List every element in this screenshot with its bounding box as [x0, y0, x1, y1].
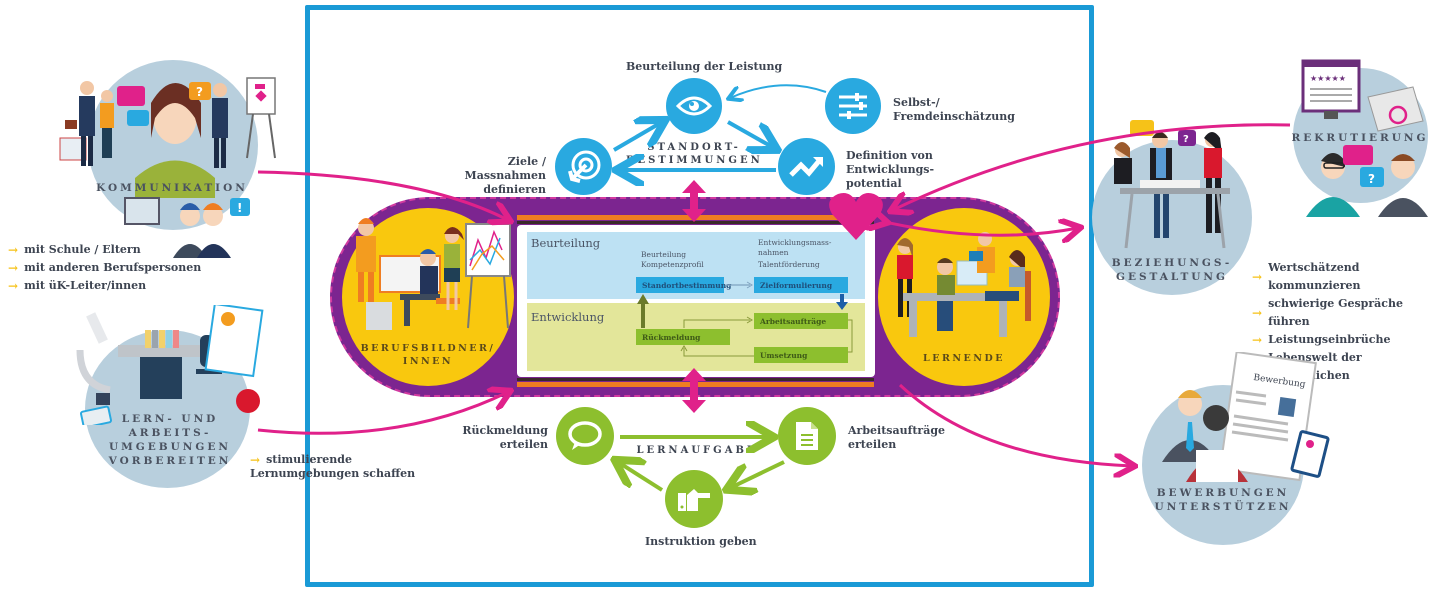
arrow-umsetzung-to-rueck — [680, 345, 754, 357]
bullet-item: →schwierige Gespräche führen — [1252, 297, 1403, 328]
beziehung-title: BEZIEHUNGS- GESTALTUNG — [1111, 257, 1233, 283]
lernaufgabe-title: LERNAUFGABE — [636, 445, 758, 456]
panel-flow-arrows — [637, 281, 853, 357]
svg-text:!: ! — [237, 201, 242, 215]
ziele-massnahmen-label: Ziele / Massnahmen definieren — [464, 155, 546, 196]
beurteilung-kompetenzprofil-label: Beurteilung Kompetenzprofil — [641, 250, 704, 269]
zielformulierung-box: Zielformulierung — [754, 277, 848, 293]
lernumgebungen-illustration — [76, 305, 264, 425]
umsetzung-box: Umsetzung — [754, 347, 848, 363]
kommunikation-illustration: ? ! — [59, 77, 276, 258]
berufsbildner-title: BERUFSBILDNER/ INNEN — [360, 343, 496, 367]
bullet-item: →Wertschätzend kommunzieren — [1252, 261, 1361, 292]
kommunikation-title: KOMMUNIKATION — [96, 182, 248, 194]
arrow-right-icon: → — [250, 453, 261, 467]
arrow-ziel-down — [836, 294, 848, 310]
target-icon — [567, 150, 600, 183]
svg-text:?: ? — [196, 85, 203, 99]
svg-text:?: ? — [1368, 172, 1375, 186]
panel-bottom-dark-strip — [517, 378, 874, 381]
bewerbungen-title: BEWERBUNGEN UNTERSTÜTZEN — [1154, 487, 1292, 513]
svg-text:★★★★★: ★★★★★ — [1310, 74, 1346, 83]
arrow-right-icon: → — [1252, 270, 1263, 284]
eye-icon-circle — [666, 78, 722, 134]
rekrutierung-illustration: ★★★★★ ? — [1301, 59, 1428, 217]
talentfoerderung-label: Talentförderung — [758, 260, 820, 269]
lernumgebungen-title: LERN- UND ARBEITS- UMGEBUNGEN VORBEREITE… — [108, 413, 232, 467]
arrow-rueck-to-arbeit — [683, 316, 753, 328]
panel-top-orange-strip — [517, 215, 874, 220]
definition-entwicklungspotential-label: Definition von Entwicklungs- potential — [846, 149, 935, 190]
speech-icon-circle — [556, 407, 614, 465]
selbst-fremdeinschaetzung-label: Selbst-/ Fremdeinschätzung — [893, 96, 1015, 123]
entwicklung-row-title: Entwicklung — [531, 310, 605, 324]
arrow-right-icon: → — [8, 243, 19, 257]
arbeitsauftraege-erteilen-label: Arbeitsaufträge erteilen — [848, 424, 946, 451]
entwicklungsmassnahmen-label: Entwicklungsmass- nahmen — [758, 238, 832, 257]
document-icon — [796, 422, 818, 450]
arrow-standort-to-ziel — [726, 281, 753, 289]
speech-bubble-icon — [568, 421, 602, 450]
rueckmeldung-erteilen-label: Rückmeldung erteilen — [462, 424, 548, 451]
panel-top-dark-strip — [517, 221, 874, 224]
arrow-rueckmeldung-up — [637, 294, 649, 328]
central-frame — [305, 5, 1094, 587]
standortbestimmung-box: Standortbestimmung — [636, 277, 731, 293]
instruktion-geben-label: Instruktion geben — [645, 535, 757, 548]
beurteilung-row-title: Beurteilung — [531, 236, 601, 250]
bullet-item: →mit üK-Leiter/innen — [8, 279, 147, 293]
standortbestimmungen-title: STANDORT- BESTIMMUNGEN — [626, 142, 763, 166]
trend-icon-circle — [778, 138, 835, 195]
arrow-right-icon: → — [8, 279, 19, 293]
rekrutierung-title: REKRUTIERUNG — [1291, 132, 1429, 144]
lernende-title: LERNENDE — [923, 353, 1005, 364]
panel-bottom-orange-strip — [517, 382, 874, 387]
rueckmeldung-box: Rückmeldung — [636, 329, 730, 345]
eye-icon — [676, 96, 712, 116]
beziehung-illustration: ? — [1114, 120, 1230, 249]
lernumgebungen-bullets: →stimulierende Lernumgebungen schaffen — [250, 453, 416, 480]
document-icon-circle — [778, 407, 836, 465]
berufsbildner-illustration — [356, 218, 511, 330]
arrow-right-icon: → — [1252, 306, 1263, 320]
arrow-arbeit-to-umsetzung — [848, 319, 853, 353]
trend-up-icon — [788, 156, 823, 177]
arbeitsauftraege-box: Arbeitsaufträge — [754, 313, 848, 329]
sliders-icon — [839, 93, 867, 119]
bullet-item: →mit Schule / Eltern — [8, 243, 141, 257]
lernende-illustration — [897, 232, 1031, 337]
bullet-item: →mit anderen Berufspersonen — [8, 261, 202, 275]
beurteilung-leistung-label: Beurteilung der Leistung — [626, 60, 783, 73]
arrow-right-icon: → — [1252, 333, 1263, 347]
bewerbungen-illustration: Bewerbung — [1162, 352, 1330, 482]
pointing-hand-icon — [678, 489, 710, 511]
bullet-item: →stimulierende — [250, 453, 352, 467]
arrow-right-icon: → — [8, 261, 19, 275]
pointing-hand-icon-circle — [665, 470, 723, 528]
sliders-icon-circle — [825, 78, 881, 134]
kommunikation-bullets: →mit Schule / Eltern →mit anderen Berufs… — [8, 241, 201, 295]
svg-text:?: ? — [1183, 134, 1189, 145]
target-icon-circle — [555, 138, 612, 195]
bullet-item: →Leistungseinbrüche — [1252, 333, 1391, 347]
